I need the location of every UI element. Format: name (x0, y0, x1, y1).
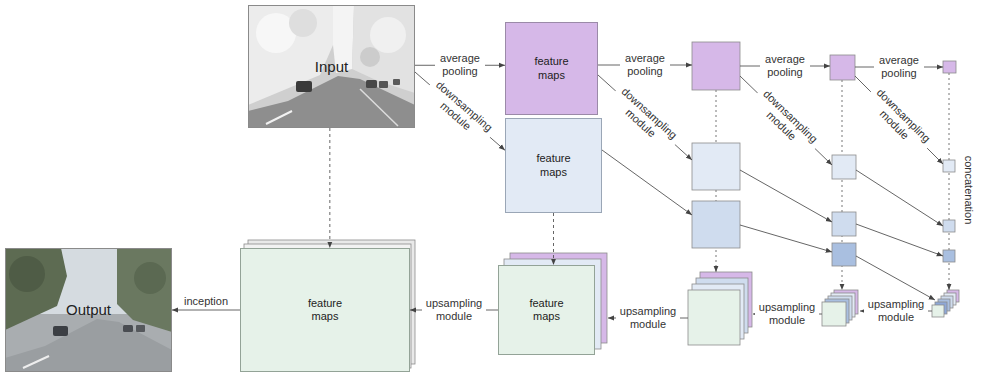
feature-map-square (832, 155, 856, 179)
downsampling-arrow (856, 224, 943, 256)
road (5, 319, 172, 372)
node-label: Output (66, 301, 111, 319)
feature-map-square (943, 220, 955, 232)
operation-label: upsampling module (755, 301, 819, 326)
car (123, 325, 133, 332)
feature-map-stack: feature maps (498, 265, 595, 355)
downsampling-arrow (598, 75, 692, 160)
car (366, 80, 377, 88)
tree-crown (134, 262, 166, 294)
tree-crown (9, 256, 45, 292)
operation-label: average pooling (620, 52, 670, 77)
input-photo (248, 5, 415, 128)
edge-label: inception (182, 295, 230, 308)
node-label: feature maps (526, 152, 582, 178)
operation-label: downsampling module (862, 83, 936, 157)
dotted-connector (553, 213, 554, 265)
lane-mark (360, 89, 398, 126)
car (379, 81, 388, 88)
photo-ground (248, 5, 415, 128)
operation-label: upsampling module (864, 298, 928, 323)
tree-area (117, 248, 172, 332)
dotted-connector (329, 128, 330, 248)
operation-label: concatenation (963, 154, 976, 227)
dotted-links (716, 73, 949, 290)
road (248, 76, 415, 128)
downsampling-arrow (740, 170, 832, 222)
downsampling-arrow (740, 225, 832, 252)
car (296, 81, 312, 92)
concat-stacks (688, 272, 959, 345)
feature-map-box: feature maps (505, 118, 602, 213)
downsampling-arrow (602, 150, 692, 215)
feature-map-square (943, 250, 955, 262)
lane-mark (23, 356, 49, 368)
feature-map-square (830, 55, 855, 80)
photo-ground (5, 248, 172, 372)
stack-sheet (822, 302, 846, 326)
node-label: feature maps (297, 297, 353, 323)
downsampling-arrow (856, 256, 935, 300)
downsampling-arrow (856, 170, 943, 226)
feature-map-square (832, 212, 856, 236)
operation-label: downsampling module (748, 84, 823, 158)
feature-map-square (692, 143, 740, 190)
arrow-connector (172, 310, 240, 311)
car (53, 326, 68, 336)
edge-label: downsampling module (422, 75, 499, 147)
node-label: feature maps (519, 297, 575, 323)
tree-crown (289, 9, 317, 37)
lane-mark (266, 111, 292, 124)
layout-arrows (598, 65, 943, 318)
feature-map-square (692, 201, 740, 248)
tree-area (5, 248, 67, 330)
stack-sheet (932, 305, 944, 317)
operation-label: upsampling module (616, 305, 680, 330)
car (136, 325, 145, 332)
feature-map-square (943, 61, 956, 73)
small-feature-maps (692, 42, 956, 266)
operation-label: average pooling (874, 54, 924, 79)
feature-map-box: feature maps (505, 22, 598, 115)
tree-crown (360, 47, 380, 67)
node-label: Input (315, 58, 348, 76)
stack-sheet (688, 290, 740, 345)
feature-map-square (943, 160, 955, 172)
feature-map-square (832, 243, 856, 266)
edge-label: upsampling module (422, 297, 486, 322)
input-image: Input (248, 5, 415, 128)
arrow-connector (415, 72, 505, 150)
node-label: feature maps (524, 55, 580, 81)
operation-label: downsampling module (607, 81, 683, 153)
downsampling-arrow (740, 76, 832, 165)
operation-label: average pooling (760, 53, 810, 78)
feature-map-square (692, 42, 740, 90)
edge-label: average pooling (435, 53, 485, 78)
downsampling-arrow (855, 76, 943, 164)
output-photo (5, 248, 172, 372)
output-image: Output (5, 248, 172, 372)
tree-crown (370, 17, 406, 53)
feature-map-stack: feature maps (240, 248, 410, 372)
car (393, 79, 400, 85)
